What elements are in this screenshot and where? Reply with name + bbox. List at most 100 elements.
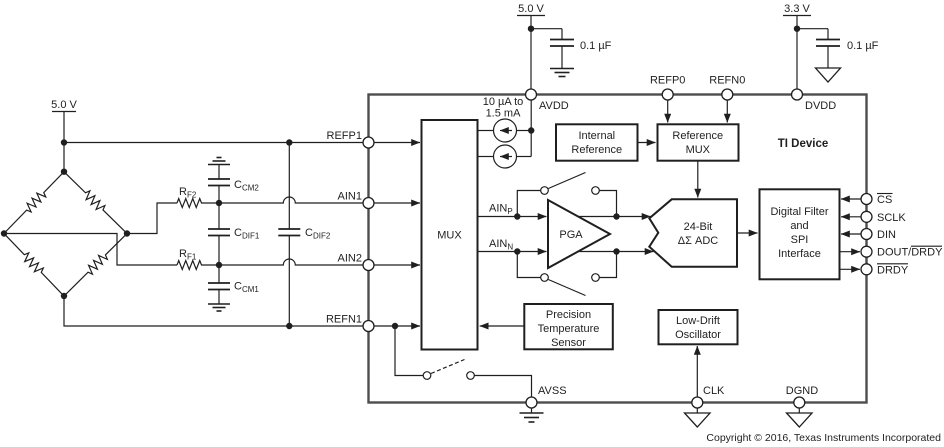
dvdd-supply-label: 3.3 V bbox=[784, 3, 810, 15]
ti-device-label: TI Device bbox=[778, 138, 829, 150]
ainp-signal-label: AINP bbox=[489, 203, 513, 217]
temp-sensor-line1: Precision bbox=[546, 309, 591, 321]
ground-icon bbox=[550, 67, 574, 78]
reference-mux-line1: Reference bbox=[672, 130, 723, 142]
pin-sclk bbox=[860, 210, 873, 223]
bridge-supply-label: 5.0 V bbox=[51, 99, 77, 111]
device-pins bbox=[362, 88, 873, 409]
ground-icon bbox=[519, 412, 544, 423]
sclk-pin-label: SCLK bbox=[877, 212, 906, 224]
pin-avdd bbox=[524, 88, 538, 101]
capacitor-avdd bbox=[550, 38, 574, 47]
ground-icon bbox=[208, 303, 230, 312]
triangle-ground-icon bbox=[683, 412, 712, 428]
switch-contact-icon bbox=[422, 371, 432, 380]
adc-block bbox=[647, 198, 738, 268]
adc-line2: ΔΣ ADC bbox=[678, 235, 718, 247]
digital-filter-line3: SPI bbox=[791, 234, 809, 246]
capacitor-ccm2 bbox=[208, 178, 230, 187]
pin-dvdd bbox=[790, 88, 804, 101]
refp0-pin-label: REFP0 bbox=[650, 75, 685, 87]
rf1-label: RF1 bbox=[179, 248, 197, 262]
refn0-pin-label: REFN0 bbox=[709, 75, 745, 87]
pin-drdy bbox=[860, 263, 873, 276]
temp-sensor-block bbox=[523, 303, 614, 351]
capacitor-dvdd bbox=[816, 38, 840, 47]
switch-contact-icon bbox=[591, 273, 600, 282]
copyright-text: Copyright © 2016, Texas Instruments Inco… bbox=[706, 432, 941, 444]
pin-din bbox=[860, 227, 873, 241]
internal-reference-line2: Reference bbox=[571, 144, 622, 156]
cs-pin-label: CS bbox=[877, 194, 892, 206]
drdy-pin-label: DRDY bbox=[877, 264, 909, 276]
pga-label: PGA bbox=[559, 229, 583, 241]
ainn-signal-label: AINN bbox=[489, 238, 513, 252]
clk-pin-label: CLK bbox=[703, 385, 725, 397]
temp-sensor-line3: Sensor bbox=[551, 337, 586, 349]
digital-filter-line1: Digital Filter bbox=[770, 206, 828, 218]
internal-reference-line1: Internal bbox=[578, 130, 615, 142]
pin-dout-drdy bbox=[860, 245, 873, 258]
pin-clk bbox=[691, 396, 704, 409]
pin-refp1 bbox=[362, 136, 375, 149]
pin-cs bbox=[860, 192, 873, 206]
pin-refn0 bbox=[721, 88, 734, 101]
cdif1-label: CDIF1 bbox=[234, 227, 260, 241]
ground-icon bbox=[208, 156, 230, 166]
ground-symbols bbox=[208, 67, 842, 428]
avdd-pin-label: AVDD bbox=[539, 100, 569, 112]
dout-drdy-pin-label: DOUT/DRDY bbox=[877, 247, 943, 259]
triangle-ground-icon bbox=[785, 412, 814, 428]
capacitor-cdif2 bbox=[278, 228, 301, 237]
digital-filter-block bbox=[758, 188, 841, 281]
capacitors bbox=[208, 38, 840, 291]
ain2-label: AIN2 bbox=[338, 253, 362, 265]
switch-contact-icon bbox=[540, 273, 549, 282]
rf2-label: RF2 bbox=[179, 186, 197, 200]
digital-filter-line4: Interface bbox=[778, 248, 821, 260]
dgnd-pin-label: DGND bbox=[786, 385, 818, 397]
function-blocks bbox=[420, 119, 841, 351]
switch-contact-icon bbox=[466, 371, 475, 380]
dvdd-cap-label: 0.1 µF bbox=[847, 40, 879, 52]
pin-avss bbox=[525, 396, 538, 409]
switches bbox=[422, 186, 600, 380]
reference-mux-block bbox=[656, 123, 740, 162]
avss-pin-label: AVSS bbox=[538, 385, 567, 397]
switch-contact-icon bbox=[540, 186, 549, 195]
pin-refp0 bbox=[661, 88, 674, 101]
reference-mux-line2: MUX bbox=[686, 144, 711, 156]
mux-block bbox=[420, 119, 479, 351]
pin-ain1 bbox=[362, 196, 375, 210]
avdd-cap-label: 0.1 µF bbox=[580, 40, 612, 52]
pin-refn1 bbox=[362, 319, 375, 333]
switch-contact-icon bbox=[591, 186, 600, 195]
current-source-range-line2: 1.5 mA bbox=[486, 108, 522, 120]
pga-block bbox=[547, 198, 613, 270]
pin-ain2 bbox=[362, 258, 375, 272]
avdd-supply-label: 5.0 V bbox=[518, 3, 544, 15]
din-pin-label: DIN bbox=[877, 229, 896, 241]
digital-filter-line2: and bbox=[790, 220, 808, 232]
adc-line1: 24-Bit bbox=[684, 221, 713, 233]
excitation-current-sources bbox=[492, 118, 518, 169]
ain1-label: AIN1 bbox=[338, 191, 362, 203]
refn1-label: REFN1 bbox=[326, 314, 362, 326]
mux-label: MUX bbox=[437, 230, 462, 242]
internal-reference-block bbox=[555, 123, 639, 162]
oscillator-line2: Oscillator bbox=[675, 329, 721, 341]
wires bbox=[4, 14, 861, 413]
junction-dots bbox=[0, 25, 801, 330]
ccm2-label: CCM2 bbox=[234, 179, 259, 193]
pin-dgnd bbox=[793, 396, 806, 409]
capacitor-ccm1 bbox=[208, 282, 230, 291]
ccm1-label: CCM1 bbox=[234, 281, 259, 295]
capacitor-cdif1 bbox=[208, 228, 230, 237]
labels: 5.0 V 5.0 V 3.3 V 0.1 µF 0.1 µF REFP1 AI… bbox=[51, 3, 943, 444]
wheatstone-bridge bbox=[2, 170, 128, 297]
refp1-label: REFP1 bbox=[327, 130, 362, 142]
temp-sensor-line2: Temperature bbox=[538, 323, 600, 335]
cdif2-label: CDIF2 bbox=[305, 227, 331, 241]
